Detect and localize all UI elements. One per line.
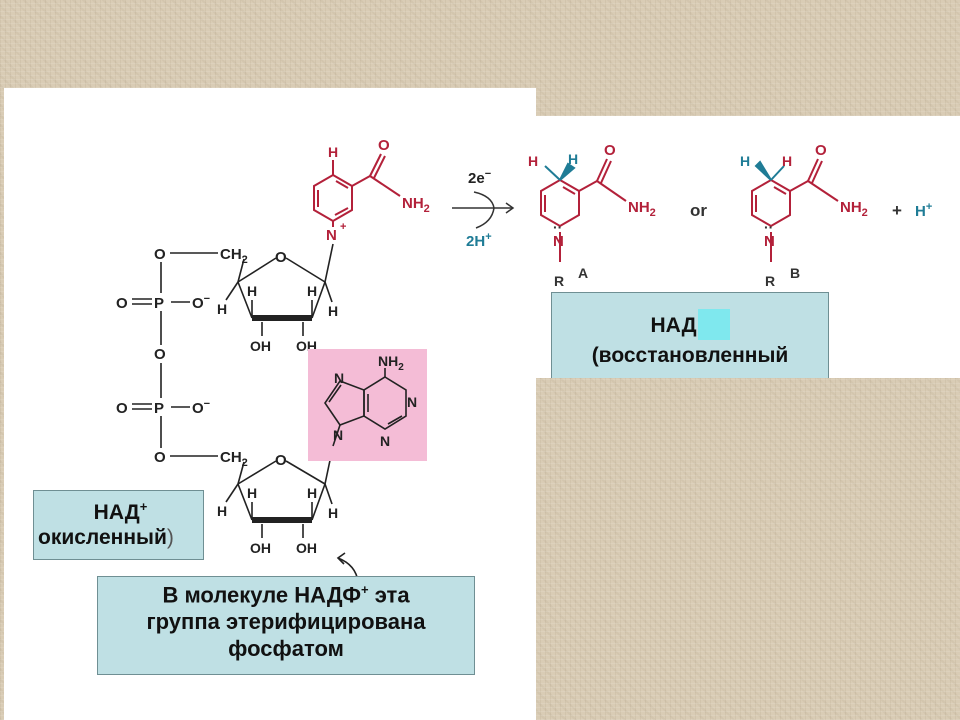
- arrow-protons: 2H+: [466, 231, 492, 250]
- phosphate2-p: P: [154, 400, 164, 417]
- backbone-ch2-bottom: CH2: [220, 449, 248, 469]
- reduced-a-ring-n: N: [553, 233, 564, 250]
- reduced-b-ring-n: N: [764, 233, 775, 250]
- reduced-a-form-label: A: [578, 265, 588, 281]
- ribose-bottom-h1: H: [217, 503, 227, 519]
- oxidized-ring-h: H: [328, 144, 338, 160]
- nadp-note-line2: группа этерифицирована: [146, 609, 426, 635]
- backbone-o-bottom: O: [154, 449, 166, 466]
- nad-label-line1: НАД: [93, 501, 140, 524]
- ribose-bottom-h4: H: [328, 505, 338, 521]
- ribose-top-h1: H: [217, 301, 227, 317]
- nadp-note-sup: +: [360, 582, 369, 597]
- reduced-b-carbonyl-o: O: [815, 142, 827, 159]
- adenine-n1: N: [407, 394, 417, 410]
- ribose-top-oh-left: OH: [250, 338, 271, 354]
- ribose-top-h2: H: [247, 283, 257, 299]
- reduced-a-r: R: [554, 273, 564, 289]
- adenine-n3: N: [380, 433, 390, 449]
- ribose-bottom-h2: H: [247, 485, 257, 501]
- reduced-a-hydrogens: [544, 162, 576, 181]
- reduced-b-hydrogens: [754, 160, 785, 181]
- nadp-note-line1-end: эта: [368, 582, 410, 608]
- reduced-a-h-left: H: [528, 153, 538, 169]
- backbone-ch2-top: CH2: [220, 246, 248, 266]
- phosphate2-o-minus: O−: [192, 398, 210, 417]
- reduced-b-n-dots: ··: [764, 219, 773, 235]
- oxidized-carbonyl-o: O: [378, 137, 390, 154]
- ribose-bottom-ring-o: O: [275, 452, 287, 469]
- h-plus: H+: [915, 201, 932, 220]
- nadp-note-label: В молекуле НАДФ+ эта группа этерифициров…: [97, 576, 475, 675]
- oxidized-n-plus: +: [340, 221, 346, 233]
- or-text: or: [690, 201, 707, 220]
- phosphate1-double-o: O: [116, 295, 128, 312]
- reduced-b-r: R: [765, 273, 775, 289]
- nadp-note-line1: В молекуле НАДФ: [162, 582, 361, 608]
- oxidized-ring-n: N: [326, 227, 337, 244]
- backbone-bonds: [132, 252, 245, 485]
- oxidized-amide: NH2: [402, 195, 430, 215]
- backbone-o-top: O: [154, 246, 166, 263]
- plus-sign: +: [892, 201, 902, 220]
- reduced-a-n-dots: ··: [553, 219, 562, 235]
- ribose-bottom-oh-right: OH: [296, 540, 317, 556]
- reduced-b-h-left: H: [740, 153, 750, 169]
- phosphate2-double-o: O: [116, 400, 128, 417]
- nad-label-paren: ): [166, 526, 174, 550]
- adenine-n7: N: [334, 370, 344, 386]
- nad-label-sup: +: [139, 499, 148, 514]
- adenine-n9: N: [333, 427, 343, 443]
- adenine-rings: [324, 368, 407, 447]
- nicotinamide-oxidized: [313, 153, 401, 223]
- bridge-o: O: [154, 346, 166, 363]
- reduced-a-carbonyl-o: O: [604, 142, 616, 159]
- nicotinamide-reduced-a: [540, 158, 627, 262]
- reduced-a-h-right: H: [568, 151, 578, 167]
- ribose-bottom-oh-left: OH: [250, 540, 271, 556]
- nadh-label-line2: (восстановленный: [591, 344, 789, 368]
- nadh-reduced-label: НАД (восстановленный: [551, 292, 829, 378]
- reaction-arrow: [452, 191, 515, 229]
- nad-oxidized-label: НАД+ окисленный): [33, 490, 204, 560]
- nicotinamide-reduced-b: [751, 158, 839, 262]
- reduced-b-h-right: H: [782, 153, 792, 169]
- ribose-top-h3: H: [307, 283, 317, 299]
- ribose-bottom-h3: H: [307, 485, 317, 501]
- reduced-b-form-label: B: [790, 265, 800, 281]
- arrow-electrons: 2e−: [468, 168, 491, 187]
- phosphate1-o-minus: O−: [192, 293, 210, 312]
- nadh-label-highlight: [697, 309, 730, 340]
- ribose-top-h4: H: [328, 303, 338, 319]
- ribose-top-ring-o: O: [275, 249, 287, 266]
- reduced-a-amide: NH2: [628, 199, 656, 219]
- nadh-label-line1: НАД: [650, 314, 697, 337]
- phosphate1-p: P: [154, 295, 164, 312]
- nad-label-line2: окисленный: [38, 526, 167, 550]
- adenine-amine: NH2: [378, 353, 404, 373]
- reduced-b-amide: NH2: [840, 199, 868, 219]
- nadp-note-line3: фосфатом: [228, 635, 344, 661]
- ribose-top-ring: [225, 243, 334, 336]
